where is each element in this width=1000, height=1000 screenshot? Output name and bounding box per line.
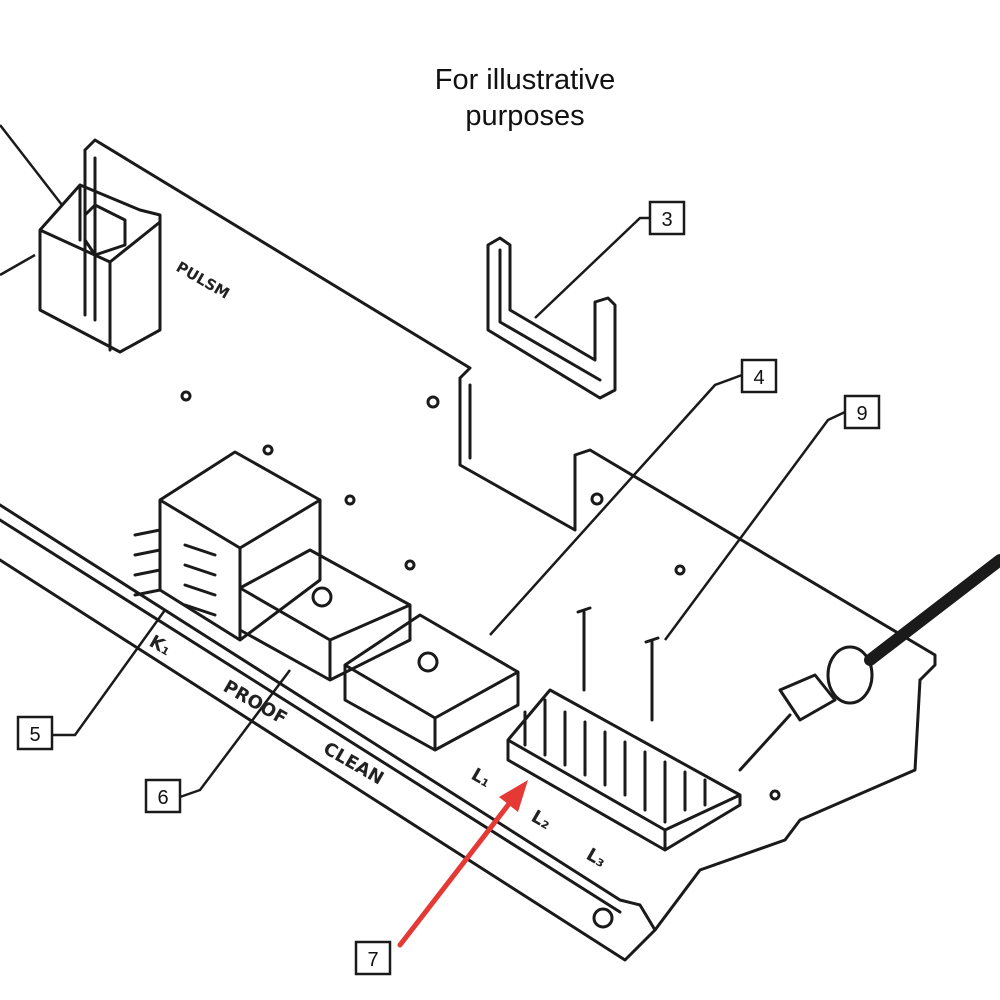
board-label-l1: L₁ — [468, 764, 495, 792]
svg-text:7: 7 — [367, 949, 378, 971]
panel-base-edge — [0, 518, 622, 914]
leader-line — [0, 253, 36, 277]
note-line-2: purposes — [465, 100, 585, 132]
mount-hole — [590, 492, 604, 506]
relay-6 — [238, 548, 412, 682]
svg-text:4: 4 — [753, 367, 764, 389]
mount-hole — [344, 494, 356, 506]
callout-9: 9 — [843, 394, 881, 430]
mount-hole — [674, 564, 686, 576]
leader-line — [179, 669, 291, 799]
svg-text:9: 9 — [856, 403, 867, 425]
leader-line — [663, 410, 846, 641]
relay-6-knob — [311, 586, 333, 608]
relay-4 — [343, 613, 520, 752]
callout-5: 5 — [16, 715, 54, 751]
leader-line — [0, 124, 63, 206]
mount-hole — [426, 395, 440, 409]
note-line-1: For illustrative — [434, 64, 616, 96]
board-label-l2: L₂ — [528, 806, 555, 834]
leader-line — [534, 216, 650, 319]
svg-text:5: 5 — [29, 724, 40, 746]
illustrative-note: For illustrative purposes — [380, 62, 670, 134]
ground-connector — [738, 673, 837, 772]
callout-3: 3 — [648, 200, 686, 236]
terminal-block — [506, 688, 742, 852]
leader-line — [489, 373, 743, 636]
panel-base-plate — [0, 503, 657, 962]
u-clip — [486, 236, 617, 400]
svg-text:3: 3 — [661, 209, 672, 231]
bracket-terminal — [83, 203, 127, 257]
terminal-screw — [644, 636, 660, 722]
mount-hole — [592, 907, 614, 929]
panel-back-wall-inner — [93, 156, 472, 460]
callout-6: 6 — [144, 778, 182, 814]
svg-text:6: 6 — [157, 787, 168, 809]
mount-hole — [180, 390, 192, 402]
mount-hole — [769, 789, 781, 801]
terminal-fins — [523, 698, 707, 824]
bracket-housing — [38, 183, 162, 354]
mount-hole — [262, 444, 274, 456]
indicator-arrow — [397, 780, 528, 948]
board-label-bracket: PULSM — [173, 258, 233, 303]
power-cable — [864, 554, 1000, 666]
board-label-l3: L₃ — [583, 844, 610, 872]
cable-grommet — [826, 645, 874, 705]
panel-base-right — [653, 678, 922, 932]
terminal-screw — [576, 606, 592, 692]
callout-4: 4 — [740, 358, 778, 394]
panel-back-wall — [83, 138, 937, 682]
callout-7: 7 — [354, 940, 392, 976]
relay-k1-pins — [133, 528, 217, 617]
leader-line — [52, 609, 167, 737]
mount-hole — [404, 559, 416, 571]
relay-4-knob — [417, 651, 439, 673]
